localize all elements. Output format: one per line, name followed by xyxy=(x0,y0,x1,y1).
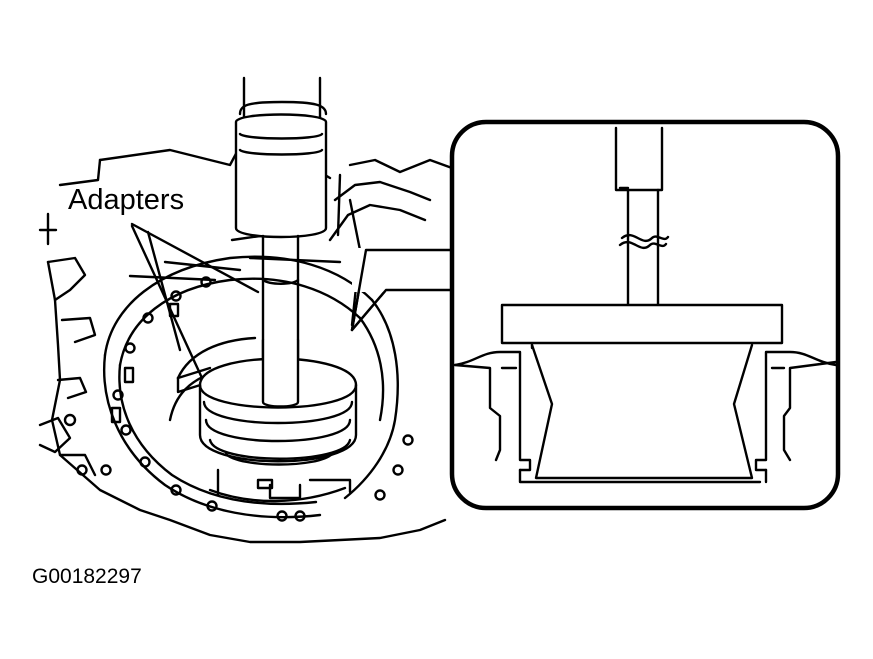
figure-id-label: G00182297 xyxy=(32,565,142,588)
press-tool xyxy=(198,76,358,466)
adapters-label: Adapters xyxy=(66,184,187,216)
detail-inset xyxy=(449,119,841,511)
callout-leader-lines xyxy=(130,222,260,380)
transaxle-housing xyxy=(38,148,454,544)
detail-pointer xyxy=(350,248,454,332)
